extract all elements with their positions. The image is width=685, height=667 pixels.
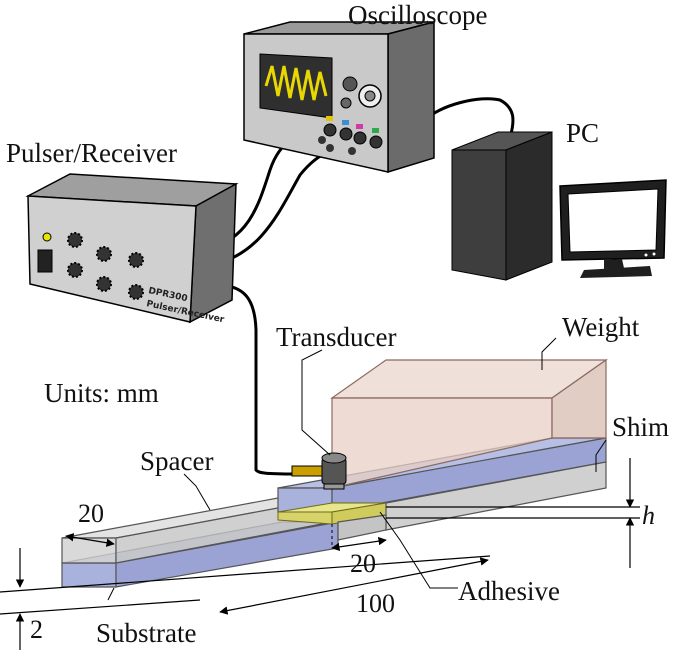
weight-block (330, 358, 608, 489)
dimension-lines (0, 458, 640, 650)
scope-trace (264, 65, 328, 101)
pc-tower (451, 131, 553, 281)
transducer-label: Transducer (276, 322, 397, 352)
scope-screen (259, 53, 333, 119)
pulser-receiver-device: DPR300 Pulser/Receiver (25, 173, 239, 326)
adhesive-layer (277, 502, 387, 525)
thickness-dimension: 2 (30, 615, 43, 644)
spacer-width-dimension: 20 (78, 499, 104, 528)
weight-label: Weight (562, 312, 640, 342)
units-label: Units: mm (44, 378, 159, 408)
substrate-label: Substrate (96, 618, 197, 648)
spacer-label: Spacer (140, 446, 213, 476)
pc-label: PC (566, 118, 599, 148)
transducer-device (291, 452, 347, 490)
shim-thickness-dimension: h (642, 501, 655, 530)
adhesive-label: Adhesive (458, 576, 560, 606)
overlap-length-dimension: 20 (350, 549, 376, 578)
shim-block (337, 461, 607, 541)
total-length-dimension: 100 (356, 589, 395, 618)
oscilloscope-device (243, 21, 435, 174)
pulser-receiver-label: Pulser/Receiver (6, 138, 177, 168)
pc-monitor (559, 179, 667, 278)
shim-label: Shim (612, 412, 669, 442)
oscilloscope-label: Oscilloscope (348, 0, 487, 30)
